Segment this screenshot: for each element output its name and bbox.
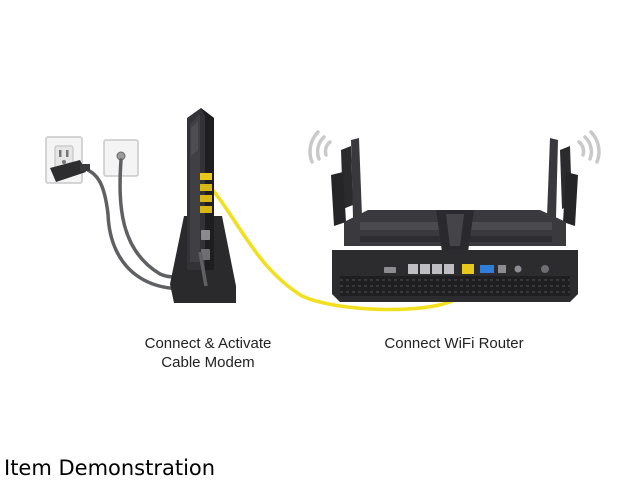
item-demonstration-label: Item Demonstration xyxy=(4,456,216,480)
wifi-router-icon xyxy=(331,138,578,302)
cable-modem-icon xyxy=(170,108,236,303)
caption-modem: Connect & Activate Cable Modem xyxy=(120,334,296,372)
caption-modem-line2: Cable Modem xyxy=(161,354,255,371)
wifi-signal-icon xyxy=(308,130,601,164)
caption-router: Connect WiFi Router xyxy=(384,335,524,352)
caption-modem-line1: Connect & Activate xyxy=(144,335,272,352)
power-adapter-icon xyxy=(50,160,90,182)
